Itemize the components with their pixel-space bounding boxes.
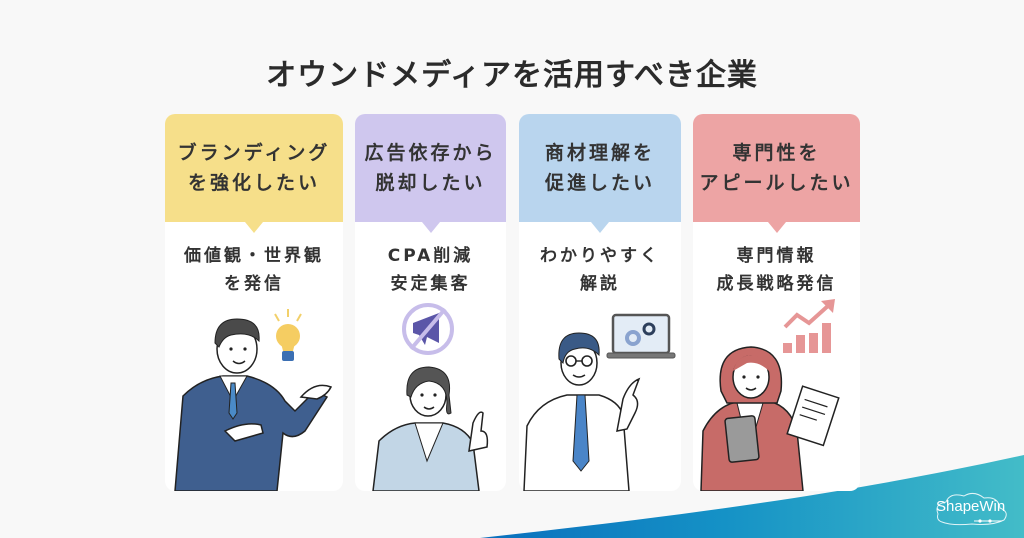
card-body-line: CPA削減 xyxy=(387,246,474,266)
card-heading-line: 商材理解を xyxy=(544,142,655,164)
card-heading: 広告依存から 脱却したい xyxy=(355,114,506,233)
no-megaphone-icon xyxy=(402,303,454,355)
laptop-gears-icon xyxy=(606,313,676,359)
card-heading-line: を強化したい xyxy=(187,172,320,194)
card-heading: 商材理解を 促進したい xyxy=(519,114,681,233)
card-heading-line: ブランディング xyxy=(177,142,331,164)
growth-chart-icon xyxy=(783,299,835,353)
card-heading-line: 脱却したい xyxy=(375,172,486,194)
illustration-woman-documents xyxy=(693,291,860,491)
card-body-line: 成長戦略発信 xyxy=(716,274,837,294)
cloud-logo-icon xyxy=(936,492,1007,526)
card-heading-line: 促進したい xyxy=(544,172,655,194)
card-body-line: 価値観・世界観 xyxy=(184,246,324,266)
card-branding: ブランディング を強化したい 価値観・世界観 を発信 xyxy=(165,114,343,491)
card-heading-line: アピールしたい xyxy=(699,172,854,194)
lightbulb-icon xyxy=(274,309,302,361)
card-body: 専門情報 成長戦略発信 xyxy=(693,242,860,298)
card-ad-independence: 広告依存から 脱却したい CPA削減 安定集客 xyxy=(355,114,506,491)
card-body: わかりやすく 解説 xyxy=(519,242,681,298)
card-heading-line: 専門性を xyxy=(732,142,821,164)
shapewin-logo: ShapeWin xyxy=(936,498,1006,515)
card-body-line: 安定集客 xyxy=(390,274,471,294)
card-body: 価値観・世界観 を発信 xyxy=(165,242,343,298)
illustration-businesswoman xyxy=(355,291,506,491)
illustration-man-glasses xyxy=(519,291,681,491)
card-body: CPA削減 安定集客 xyxy=(355,242,506,298)
card-product-understanding: 商材理解を 促進したい わかりやすく 解説 xyxy=(519,114,681,491)
card-heading: 専門性を アピールしたい xyxy=(693,114,860,233)
card-body-line: を発信 xyxy=(224,274,284,294)
card-heading-line: 広告依存から xyxy=(364,142,497,164)
illustration-businessman xyxy=(165,291,343,491)
card-body-line: 専門情報 xyxy=(736,246,817,266)
page-title: オウンドメディアを活用すべき企業 xyxy=(266,58,758,93)
card-heading: ブランディング を強化したい xyxy=(165,114,343,233)
card-body-line: わかりやすく xyxy=(540,246,660,266)
card-expertise: 専門性を アピールしたい 専門情報 成長戦略発信 xyxy=(693,114,860,491)
card-body-line: 解説 xyxy=(580,274,620,294)
